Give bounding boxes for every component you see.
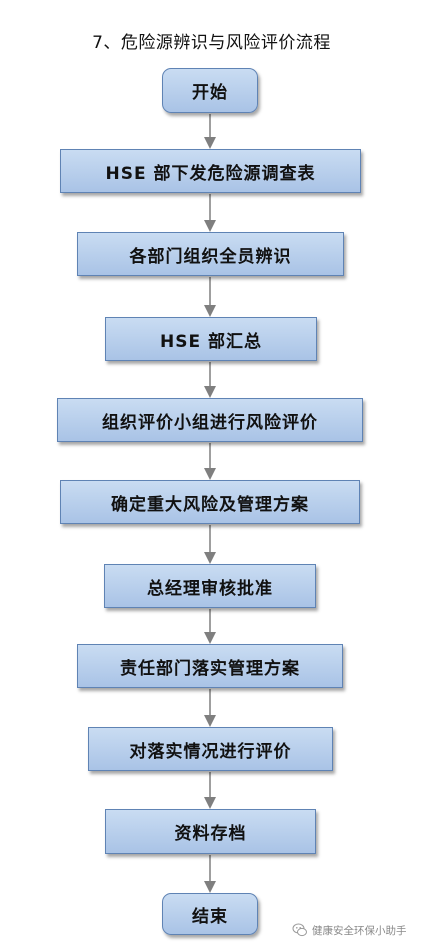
flow-step-2: HSE 部下发危险源调查表 bbox=[60, 149, 361, 193]
flow-step-7: 总经理审核批准 bbox=[104, 564, 316, 608]
flow-step-3: 各部门组织全员辨识 bbox=[77, 232, 344, 276]
watermark: 健康安全环保小助手 bbox=[292, 922, 407, 938]
flow-step-1: 开始 bbox=[162, 68, 258, 113]
diagram-title: 7、危险源辨识与风险评价流程 bbox=[92, 33, 331, 53]
flow-step-6: 确定重大风险及管理方案 bbox=[60, 480, 360, 524]
watermark-text: 健康安全环保小助手 bbox=[312, 924, 407, 937]
flow-step-10: 资料存档 bbox=[105, 809, 316, 854]
flow-step-11: 结束 bbox=[162, 893, 258, 935]
flow-step-9: 对落实情况进行评价 bbox=[88, 727, 333, 771]
flow-step-5: 组织评价小组进行风险评价 bbox=[57, 398, 363, 442]
flow-step-4: HSE 部汇总 bbox=[105, 317, 317, 361]
flow-step-8: 责任部门落实管理方案 bbox=[77, 644, 343, 688]
wechat-icon bbox=[292, 923, 307, 937]
